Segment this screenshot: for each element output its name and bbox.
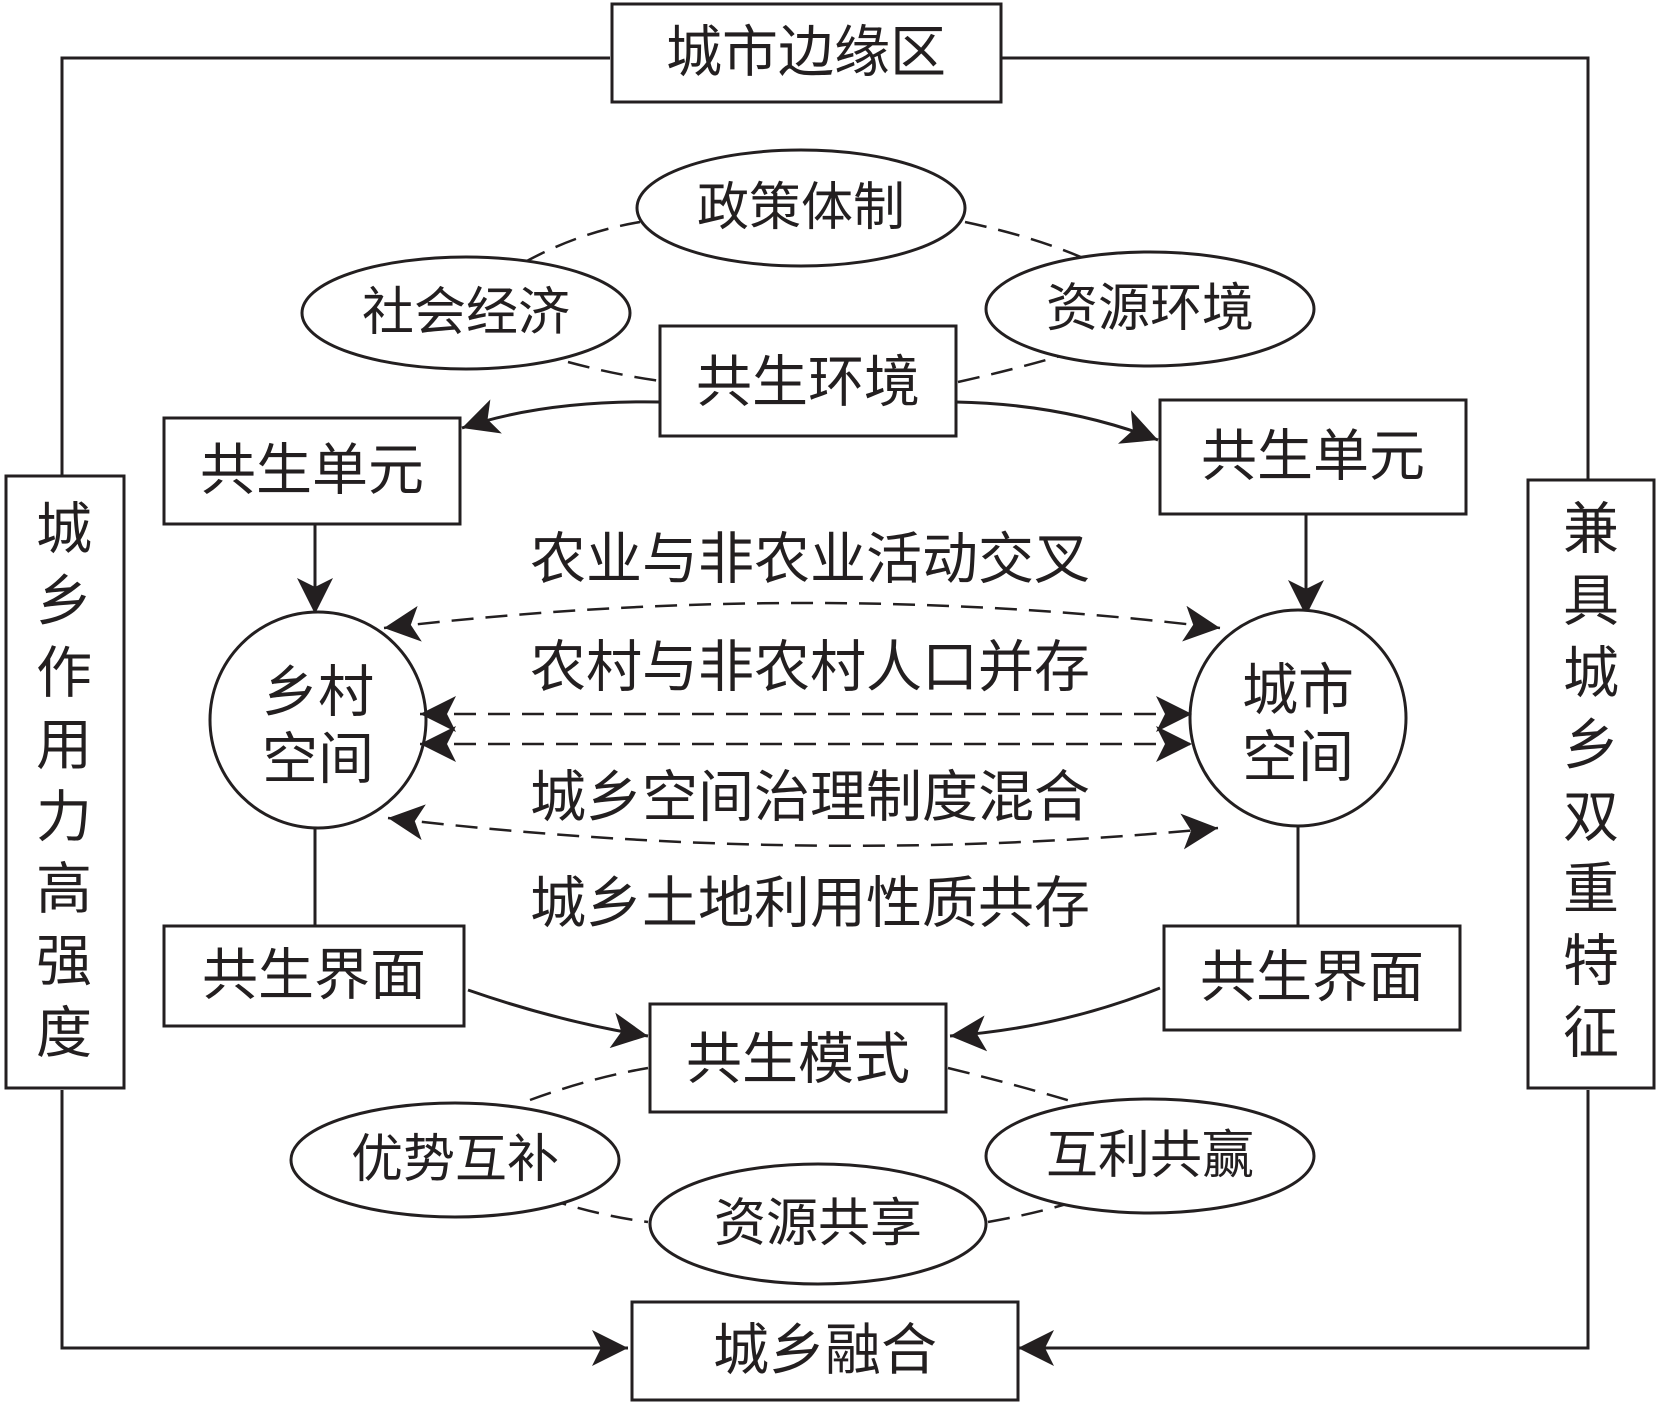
symbiotic-unit-left-box: 共生单元: [162, 416, 462, 526]
right-side-char-1: 兼: [1563, 498, 1619, 563]
symbiotic-mode-box: 共生模式: [648, 1002, 948, 1114]
environment-to-unit-arrows: [461, 399, 1159, 444]
feature-label-3: 城乡空间治理制度混合: [530, 766, 1090, 831]
svg-text:共生单元: 共生单元: [200, 439, 424, 504]
right-side-char-6: 重: [1563, 858, 1619, 923]
right-side-char-7: 特: [1563, 930, 1619, 995]
env-node-resource-environment: 资源环境: [984, 250, 1316, 368]
symbiotic-interface-right-box: 共生界面: [1162, 924, 1462, 1032]
feature-label-4: 城乡土地利用性质共存: [530, 872, 1090, 937]
right-side-char-2: 具: [1563, 570, 1619, 635]
right-side-char-8: 征: [1563, 1002, 1619, 1067]
urban-space-circle: 城市 空间: [1188, 608, 1408, 828]
symbiotic-unit-right-box: 共生单元: [1158, 398, 1468, 516]
svg-text:共生环境: 共生环境: [696, 351, 920, 416]
left-side-char-5: 力: [36, 786, 92, 851]
svg-text:空间: 空间: [262, 728, 374, 793]
svg-text:共生界面: 共生界面: [202, 944, 426, 1009]
symbiotic-environment-box: 共生环境: [658, 324, 958, 438]
svg-text:社会经济: 社会经济: [362, 283, 570, 343]
left-side-box: 城 乡 作 用 力 高 强 度: [4, 474, 126, 1090]
svg-text:共生单元: 共生单元: [1201, 425, 1425, 490]
space-to-interface-lines: [313, 826, 1300, 926]
right-side-char-3: 城: [1563, 642, 1619, 707]
left-side-char-4: 用: [36, 714, 92, 779]
svg-text:城市: 城市: [1242, 659, 1354, 724]
svg-text:互利共赢: 互利共赢: [1046, 1126, 1254, 1186]
svg-text:政策体制: 政策体制: [697, 178, 905, 238]
svg-text:优势互补: 优势互补: [351, 1130, 559, 1190]
right-side-char-4: 乡: [1563, 714, 1619, 779]
title-text: 城市边缘区: [666, 21, 946, 86]
mode-node-complementary: 优势互补: [289, 1101, 621, 1219]
svg-text:乡村: 乡村: [262, 661, 374, 726]
right-side-box: 兼 具 城 乡 双 重 特 征: [1526, 478, 1656, 1090]
left-side-char-1: 城: [36, 498, 92, 563]
unit-to-space-arrows: [297, 514, 1324, 616]
svg-text:共生界面: 共生界面: [1200, 946, 1424, 1011]
interface-to-mode-arrows: [467, 986, 1161, 1052]
space-interaction-arrows: [383, 601, 1221, 850]
svg-text:共生模式: 共生模式: [686, 1028, 910, 1093]
env-node-social-economic: 社会经济: [300, 255, 632, 371]
symbiotic-interface-left-box: 共生界面: [162, 924, 466, 1028]
rural-space-circle: 乡村 空间: [208, 610, 428, 830]
feature-label-2: 农村与非农村人口并存: [530, 636, 1090, 701]
result-box: 城乡融合: [630, 1300, 1020, 1402]
svg-text:资源环境: 资源环境: [1046, 279, 1254, 339]
env-node-policy: 政策体制: [635, 148, 967, 268]
mode-node-mutual-benefit: 互利共赢: [984, 1097, 1316, 1215]
mode-node-resource-sharing: 资源共享: [648, 1162, 988, 1286]
left-side-char-3: 作: [36, 642, 92, 707]
feature-label-1: 农业与非农业活动交叉: [530, 528, 1090, 593]
title-box: 城市边缘区: [610, 2, 1003, 104]
left-side-char-6: 高: [36, 858, 92, 923]
left-side-char-7: 强: [36, 930, 92, 995]
right-side-char-5: 双: [1563, 786, 1619, 851]
svg-text:空间: 空间: [1242, 726, 1354, 791]
svg-text:城乡融合: 城乡融合: [713, 1319, 937, 1384]
outer-frame: [60, 56, 1590, 1366]
left-side-char-8: 度: [36, 1002, 92, 1067]
svg-text:资源共享: 资源共享: [714, 1194, 922, 1254]
left-side-char-2: 乡: [36, 570, 92, 635]
